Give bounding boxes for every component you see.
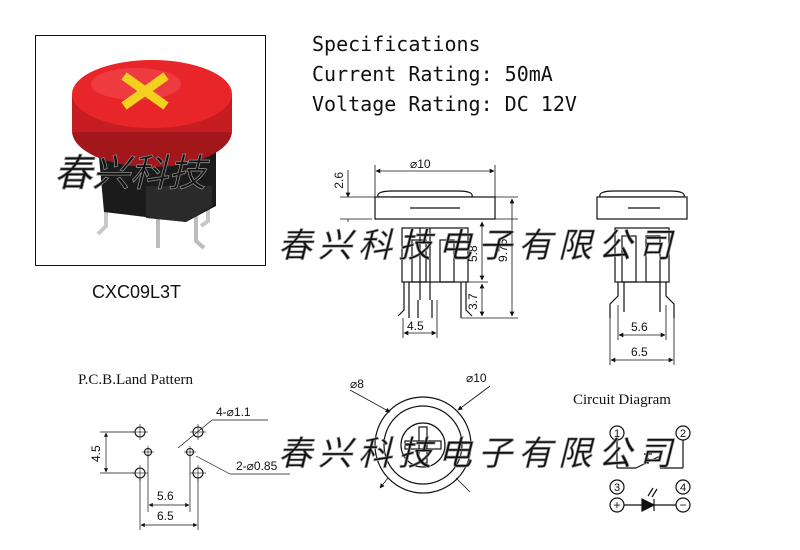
- pcb-title: P.C.B.Land Pattern: [78, 372, 193, 388]
- pin-length-label: 3.7: [466, 293, 480, 310]
- circuit-pin4: 4: [680, 482, 686, 494]
- spec-current: Current Rating: 50mA: [312, 62, 553, 86]
- model-number: CXC09L3T: [92, 282, 182, 302]
- pcb-hole-large-label: 4-⌀1.1: [216, 405, 251, 419]
- circuit-pin1: 1: [614, 428, 620, 440]
- pcb-outer-pitch-label: 6.5: [157, 509, 174, 523]
- top-outer-diameter-label: ⌀10: [466, 371, 487, 385]
- body-height-label: 5.8: [466, 245, 480, 262]
- circuit-pin2: 2: [680, 428, 686, 440]
- front-view: [340, 165, 518, 338]
- spec-voltage: Voltage Rating: DC 12V: [312, 92, 577, 116]
- front-diameter-label: ⌀10: [410, 157, 431, 171]
- brand-watermark-lower: 春兴科技电子有限公司: [278, 434, 678, 474]
- pcb-hole-small-label: 2-⌀0.85: [236, 459, 278, 473]
- top-view: [349, 385, 491, 494]
- side-inner-width-label: 5.6: [631, 320, 648, 334]
- product-photo: 春兴科技: [54, 60, 232, 250]
- brand-watermark-layer: 春兴科技电子有限公司 春兴科技电子有限公司: [278, 226, 678, 475]
- brand-watermark-photo: 春兴科技: [54, 151, 211, 196]
- brand-watermark-upper: 春兴科技电子有限公司: [278, 226, 678, 266]
- pcb-land-pattern: [100, 419, 290, 530]
- spec-title: Specifications: [312, 32, 481, 56]
- circuit-pin3: 3: [614, 482, 620, 494]
- led-minus-sign: −: [679, 498, 686, 512]
- circuit-title: Circuit Diagram: [573, 392, 671, 408]
- pin-pitch-label: 4.5: [407, 319, 424, 333]
- total-height-label: 9.75: [496, 238, 510, 262]
- side-view: [596, 190, 688, 365]
- pin-front-right: [194, 208, 206, 250]
- pcb-inner-pitch-label: 5.6: [157, 489, 174, 503]
- led-plus-sign: +: [613, 498, 620, 512]
- x-mark-icon: [121, 72, 169, 110]
- svg-text:春兴科技: 春兴科技: [54, 151, 210, 195]
- side-outer-width-label: 6.5: [631, 345, 648, 359]
- cap-height-label: 2.6: [332, 172, 346, 189]
- pcb-vertical-pitch-label: 4.5: [89, 445, 103, 462]
- circuit-diagram: [609, 425, 691, 513]
- product-photo-frame: 春兴科技: [35, 35, 266, 266]
- top-inner-diameter-label: ⌀8: [350, 377, 364, 391]
